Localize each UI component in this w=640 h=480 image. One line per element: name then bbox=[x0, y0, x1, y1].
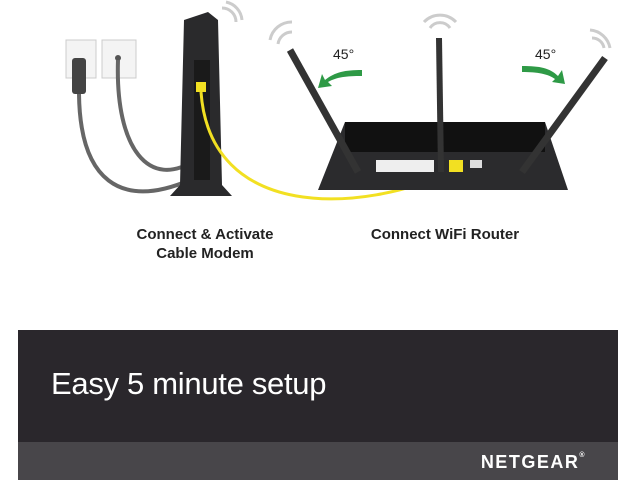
step-modem-line1: Connect & Activate bbox=[136, 226, 274, 243]
step-router-caption: Connect WiFi Router bbox=[370, 226, 520, 243]
brand-name: NETGEAR bbox=[480, 452, 580, 472]
power-cable bbox=[77, 93, 191, 194]
setup-illustration bbox=[65, 0, 612, 201]
rotate-left-arrow-icon bbox=[318, 70, 362, 88]
step-modem-caption: Connect & Activate Cable Modem bbox=[110, 225, 300, 263]
wifi-router bbox=[268, 13, 612, 190]
cable-modem bbox=[170, 0, 244, 196]
registered-mark: ® bbox=[579, 452, 586, 459]
rotate-right-arrow-icon bbox=[522, 66, 565, 84]
banner-panel: Easy 5 minute setup bbox=[18, 330, 618, 442]
netgear-logo: NETGEAR® bbox=[481, 452, 586, 473]
banner-headline: Easy 5 minute setup bbox=[51, 366, 327, 401]
step-modem-line2: Cable Modem bbox=[156, 245, 254, 262]
right-antenna-angle: 45° bbox=[535, 46, 557, 62]
coax-cable bbox=[115, 59, 197, 172]
left-antenna-angle: 45° bbox=[333, 46, 355, 62]
wall-outlet bbox=[65, 39, 137, 94]
brand-band: NETGEAR® bbox=[18, 442, 618, 480]
